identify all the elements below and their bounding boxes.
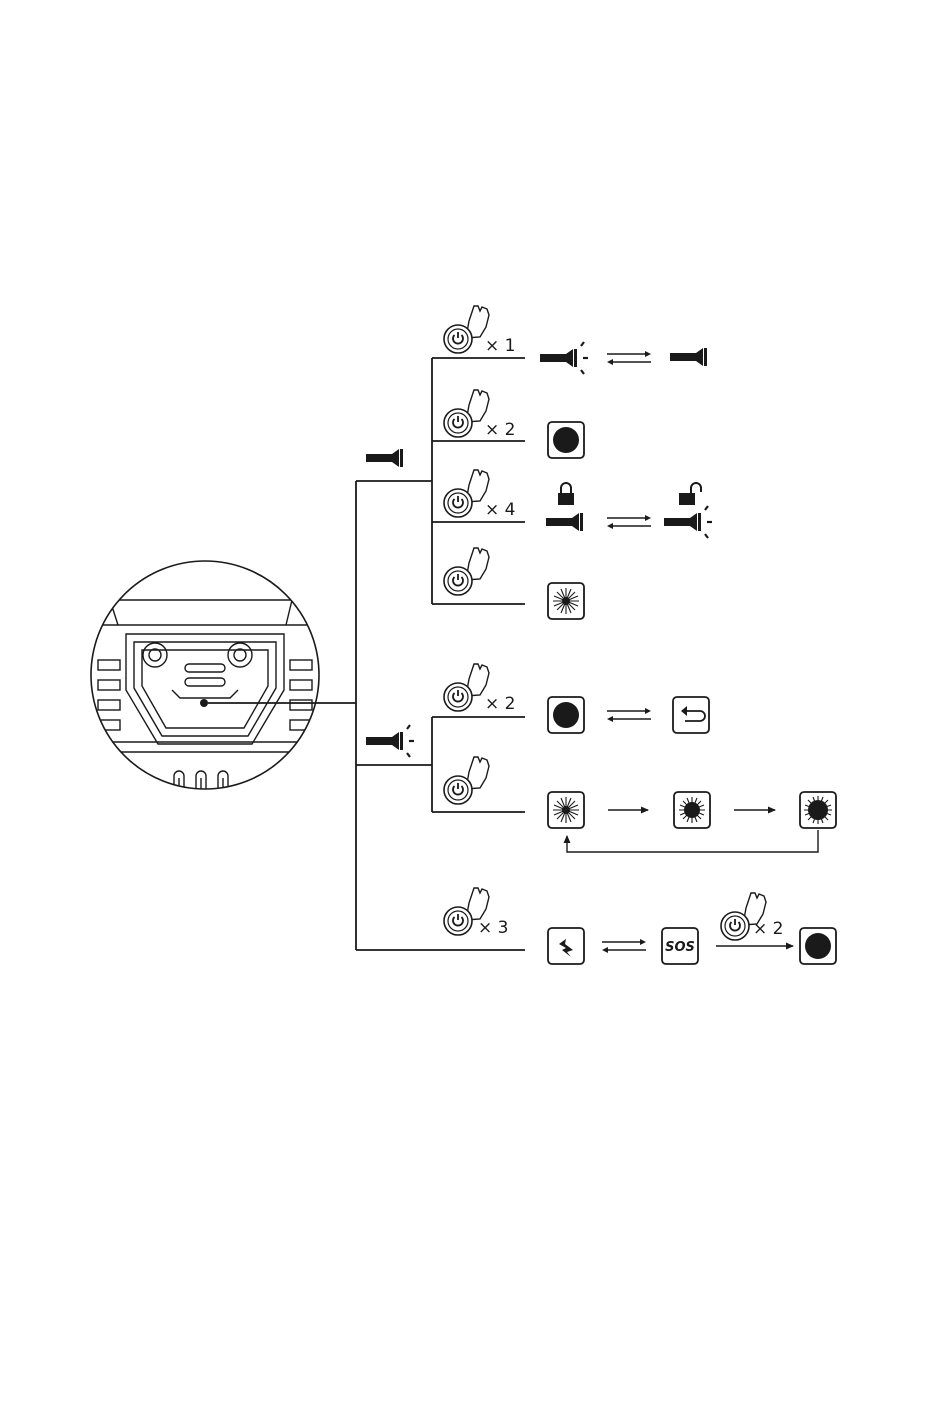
press-count-four-times: × 4 (485, 500, 515, 520)
brightness-low-icon (548, 792, 584, 828)
finger-hold-power-icon (444, 757, 489, 804)
bright-mode-icon (548, 583, 584, 619)
device-closeup-illustration (90, 561, 320, 790)
brightness-medium-icon (674, 792, 710, 828)
finger-press-power-icon (444, 390, 489, 437)
dim-mode-icon (548, 697, 584, 733)
finger-press-power-icon (444, 664, 489, 711)
strobe-icon (548, 928, 584, 964)
flashlight-icon (546, 513, 583, 531)
padlock-closed-icon (558, 483, 574, 505)
sos-label: SOS (665, 940, 695, 955)
flashlight-beam-icon (664, 506, 712, 538)
toggle-arrows-icon (607, 515, 651, 529)
brightness-high-icon (800, 792, 836, 828)
flashlight-icon (670, 348, 707, 366)
dim-mode-icon (800, 928, 836, 964)
flashlight-beam-icon (540, 342, 588, 374)
sos-icon: SOS (662, 928, 698, 964)
toggle-arrows-icon (607, 351, 651, 365)
cycle-return-arrow (567, 830, 818, 852)
press-count-twice-flash: × 2 (485, 694, 515, 714)
flashlight-on-state-icon (366, 725, 414, 757)
power-button-dot (200, 699, 208, 707)
dim-mode-icon (548, 422, 584, 458)
return-icon (673, 697, 709, 733)
toggle-arrows-icon (607, 708, 651, 722)
flashlight-off-state-icon (366, 449, 403, 467)
press-count-twice: × 2 (485, 420, 515, 440)
press-count-three-times: × 3 (478, 918, 508, 938)
press-count-once: × 1 (485, 336, 515, 356)
padlock-open-icon (679, 483, 701, 505)
press-count-twice-sos: × 2 (753, 919, 783, 939)
finger-press-power-icon (444, 306, 489, 353)
toggle-arrows-icon (602, 939, 646, 953)
finger-hold-power-icon (444, 548, 489, 595)
finger-press-power-icon (444, 470, 489, 517)
